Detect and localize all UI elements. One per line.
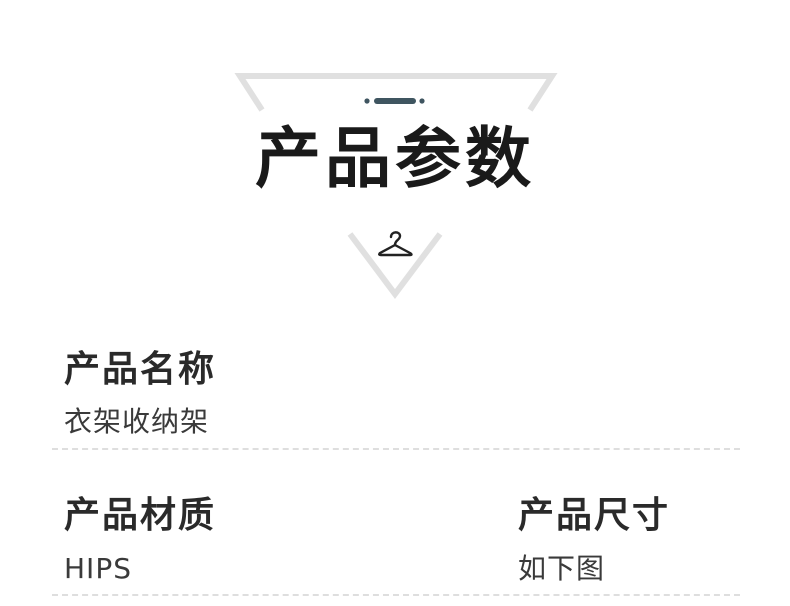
divider (52, 448, 740, 450)
spec-value-name: 衣架收纳架 (64, 405, 210, 438)
spec-value-size: 如下图 (518, 552, 606, 585)
hanger-icon (378, 231, 413, 257)
spec-label-size: 产品尺寸 (518, 495, 671, 536)
dash-ornament (364, 98, 425, 104)
page-title: 产品参数 (255, 120, 535, 197)
spec-label-material: 产品材质 (64, 495, 217, 536)
divider (52, 594, 740, 596)
spec-label-name: 产品名称 (64, 349, 217, 390)
header-decoration (234, 73, 558, 299)
spec-value-material: HIPS (64, 552, 132, 585)
triangle-frame-bottom (347, 232, 443, 299)
triangle-frame-top (234, 73, 558, 112)
